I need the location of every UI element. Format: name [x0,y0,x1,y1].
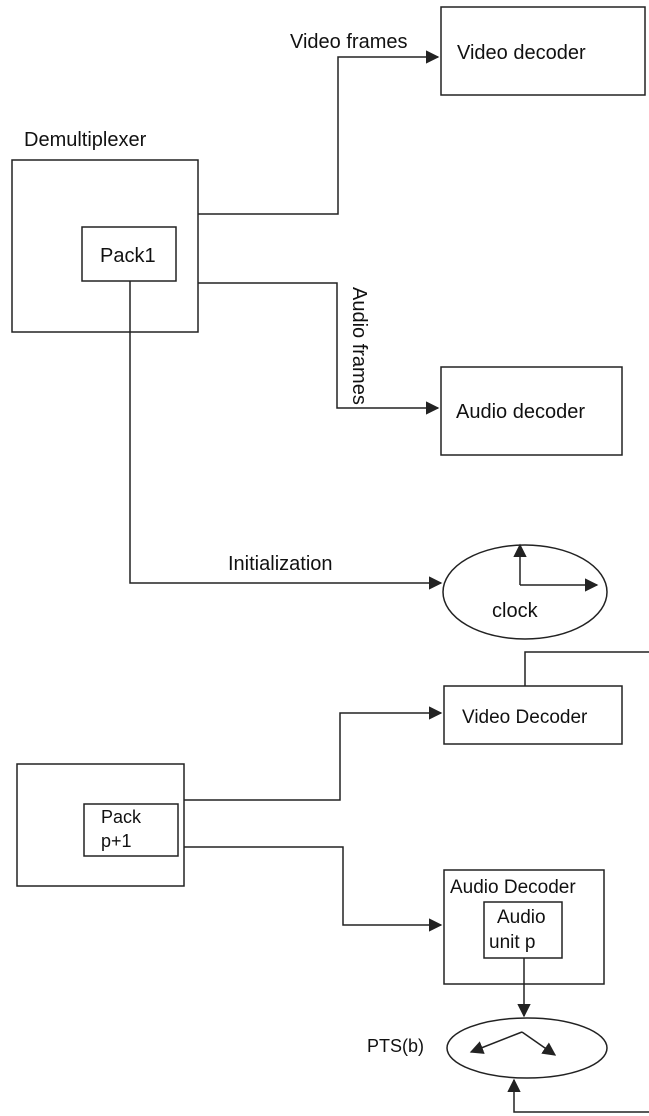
pack-p1-box [83,803,179,857]
audio-unit-line1: Audio [497,907,546,928]
demultiplexer-label: Demultiplexer [24,129,147,151]
pts-clock-hand-left [469,1031,523,1054]
video-decoder-box [440,6,646,96]
clock-ellipse [442,544,608,640]
video-decoder-feedback-line [524,651,649,686]
to-video-decoder-arrow [184,706,443,801]
pts-feedback-arrow [507,1078,649,1113]
audio-decoder-label-2: Audio Decoder [450,877,576,898]
pack-p1-line2: p+1 [101,831,132,851]
pack1-label: Pack1 [100,245,156,267]
pts-clock-ellipse [446,1017,608,1079]
video-frames-label: Video frames [290,31,407,53]
audio-decoder-label: Audio decoder [456,401,585,423]
to-audio-decoder-arrow [184,846,443,932]
pts-clock-hand-right [521,1031,557,1056]
initialization-arrow [129,281,443,590]
audio-unit-line2: unit p [489,932,535,953]
pack1-box [81,226,177,282]
audio-unit-box [483,901,563,959]
video-decoder-label: Video decoder [457,42,586,64]
pts-label: PTS(b) [367,1036,424,1056]
video-decoder-label-2: Video Decoder [462,707,588,728]
audio-frames-label: Audio frames [348,287,370,405]
audio-frames-arrow [198,282,440,415]
audio-decoder-box [440,366,623,456]
clock-label: clock [492,600,539,622]
initialization-label: Initialization [228,553,333,575]
pack-p1-line1: Pack [101,807,142,827]
video-frames-arrow [198,50,440,215]
video-decoder-box-2 [443,685,623,745]
